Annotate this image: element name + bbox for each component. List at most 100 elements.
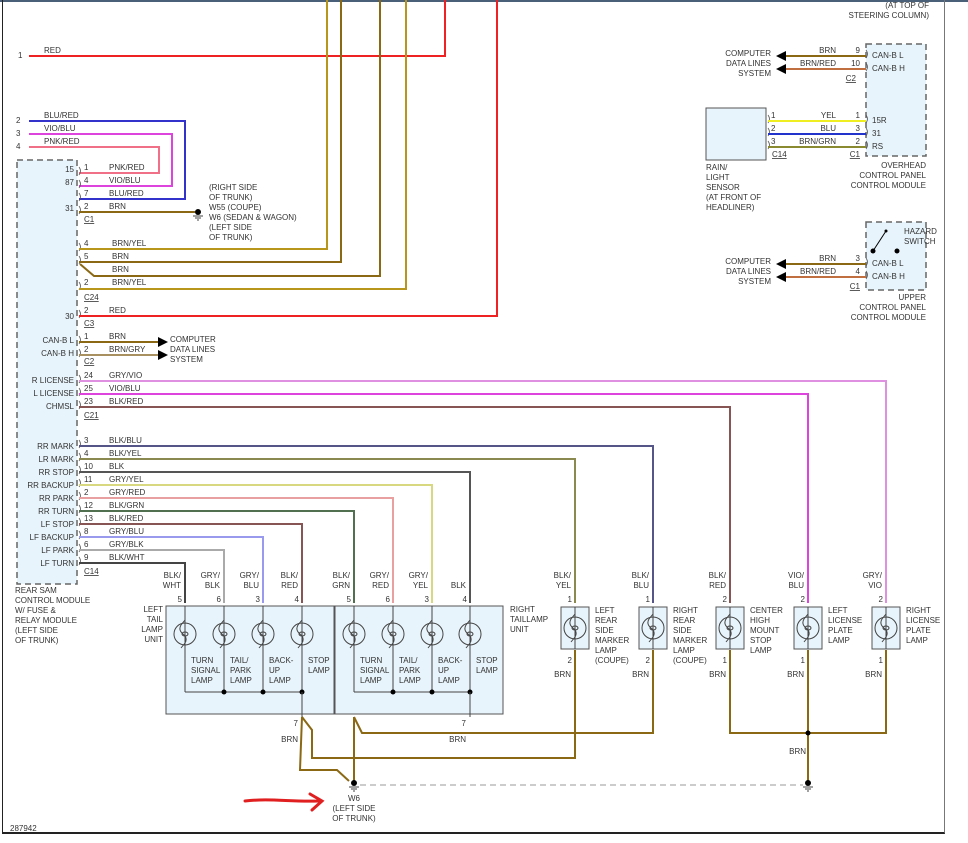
terminal-label: CAN-B H: [41, 349, 74, 358]
can-destination-label: SYSTEM: [738, 69, 771, 78]
terminal-label: R LICENSE: [32, 376, 74, 385]
lamp-label: STOP: [476, 656, 498, 665]
terminal-label: RR BACKUP: [27, 481, 74, 490]
connector-id: C3: [84, 319, 95, 328]
wire-color-label: BLK/: [281, 571, 299, 580]
connector-terminal: [78, 478, 81, 488]
wire-l-license: [79, 393, 809, 603]
pin-number: 4: [856, 267, 861, 276]
pin-number: 9: [856, 46, 861, 55]
wire-color-label: BRN: [709, 670, 726, 679]
right-taillamp-unit-label: TAILLAMP: [510, 615, 548, 624]
wire-brn-yel-4: [79, 0, 328, 250]
arrow-icon: [158, 337, 168, 347]
connector-terminal: [78, 400, 81, 410]
small-lamp-label: LAMP: [595, 646, 617, 655]
wire-color-label: VIO/BLU: [44, 124, 76, 133]
wire-color-label: BRN: [449, 735, 466, 744]
lamp-bulb-icon: [251, 622, 275, 646]
connector-terminal: [767, 127, 770, 137]
ground-w6-label: (LEFT SIDE: [333, 804, 376, 813]
hazard-switch-icon: [884, 229, 888, 233]
terminal-label: RR STOP: [39, 468, 74, 477]
lamp-filament-icon: [348, 619, 356, 649]
right-taillamp-unit-label: RIGHT: [510, 605, 535, 614]
pin-number: 5: [347, 595, 352, 604]
lamp-filament-icon: [647, 613, 655, 643]
ground-icon: [195, 209, 201, 215]
connector-id: C2: [846, 74, 857, 83]
wire-color-label: WHT: [163, 581, 181, 590]
overhead-module-label: CONTROL PANEL: [859, 171, 926, 180]
lamp-label: LAMP: [399, 676, 421, 685]
wire-color-label: RED: [44, 46, 61, 55]
splice-dot: [894, 248, 900, 254]
wire-r-license: [79, 380, 887, 603]
terminal-label: LF STOP: [41, 520, 74, 529]
diagram-id: 287942: [10, 824, 37, 833]
small-lamp-label: MARKER: [673, 636, 707, 645]
lamp-filament-icon: [649, 625, 657, 631]
wire-color-label: GRY/RED: [109, 488, 146, 497]
wire-lf-stop: [79, 523, 303, 603]
wire-color-label: BRN/YEL: [112, 278, 147, 287]
small-lamp-label: (COUPE): [595, 656, 629, 665]
lamp-filament-icon: [569, 613, 577, 643]
wire-color-label: YEL: [413, 581, 429, 590]
lamp-filament-icon: [389, 631, 397, 637]
wire-color-label: VIO: [868, 581, 882, 590]
lamp-label: PARK: [230, 666, 252, 675]
can-destination-label: COMPUTER: [725, 49, 771, 58]
rear-sam-label: CONTROL MODULE: [15, 596, 90, 605]
lamp-bulb-icon: [718, 616, 742, 640]
small-lamp-label: CENTER: [750, 606, 783, 615]
wire-color-label: BLU: [633, 581, 649, 590]
terminal-label: 15: [65, 165, 74, 174]
rear-sam-label: OF TRUNK): [15, 636, 59, 645]
wire-lf-turn: [79, 562, 186, 603]
pin-number: 1: [771, 111, 776, 120]
left-tail-lamp-unit-label: LAMP: [141, 625, 163, 634]
connector-terminal: [78, 205, 81, 215]
terminal-label: CAN-B H: [872, 64, 905, 73]
pin-number: 5: [84, 252, 89, 261]
lamp-label: LAMP: [191, 676, 213, 685]
pin-number: 4: [463, 595, 468, 604]
wire-color-label: RED: [109, 306, 126, 315]
wire-color-label: VIO/BLU: [109, 384, 141, 393]
pin-number: 1: [723, 656, 728, 665]
wire-color-label: RED: [281, 581, 298, 590]
small-lamp-label: LEFT: [595, 606, 615, 615]
splice-dot: [429, 689, 435, 695]
wire-color-label: VIO/: [788, 571, 805, 580]
pin-number: 13: [84, 514, 93, 523]
wire-color-label: BRN/GRN: [799, 137, 836, 146]
wire-color-label: BLK: [109, 462, 125, 471]
lamp-filament-icon: [387, 619, 395, 649]
left-tail-lamp-unit-label: TAIL: [147, 615, 164, 624]
small-lamp-label: (COUPE): [673, 656, 707, 665]
wire-color-label: BLK/: [632, 571, 650, 580]
lamp-filament-icon: [464, 619, 472, 649]
small-lamp-label: LAMP: [906, 636, 928, 645]
wire-chmsl: [79, 406, 731, 603]
connector-terminal: [78, 439, 81, 449]
wire-color-label: BLK/BLU: [109, 436, 142, 445]
wire-pnk-red: [29, 146, 160, 174]
overhead-module-label: OVERHEAD: [881, 161, 926, 170]
pin-number: 4: [84, 449, 89, 458]
connector-id: C1: [850, 282, 861, 291]
lamp-bulb-icon: [342, 622, 366, 646]
pin-number: 2: [801, 595, 806, 604]
small-lamp-label: MOUNT: [750, 626, 779, 635]
wire-rr-mark: [79, 445, 654, 603]
connector-id: C14: [772, 150, 787, 159]
lamp-bulb-icon: [641, 616, 665, 640]
pin-number: 1: [801, 656, 806, 665]
wire-color-label: BLK/: [554, 571, 572, 580]
pin-number: 1: [856, 111, 861, 120]
lamp-label: LAMP: [269, 676, 291, 685]
lamp-filament-icon: [220, 631, 228, 637]
can-destination-label: DATA LINES: [726, 267, 771, 276]
lamp-filament-icon: [298, 631, 306, 637]
